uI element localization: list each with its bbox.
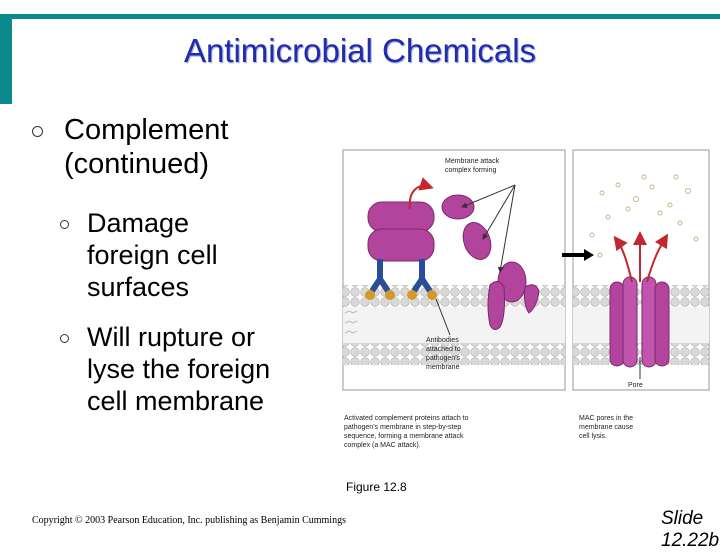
assembly-arrow (408, 177, 434, 210)
frame-left-bar (0, 14, 12, 104)
mac-pore-complex (609, 231, 670, 379)
slide-number: Slide 12.22b (661, 508, 719, 552)
subbullet-line: cell membrane (87, 386, 265, 416)
lysis-debris (589, 174, 699, 258)
transition-arrow-head (584, 249, 594, 261)
bullet-text-line2: (continued) (64, 148, 210, 180)
copyright-notice: Copyright © 2003 Pearson Education, Inc.… (32, 515, 346, 526)
frame-top-bar (0, 14, 720, 19)
subbullet-line: surfaces (87, 272, 190, 302)
subbullet-line: foreign cell (87, 240, 218, 270)
slide-label: Slide (661, 508, 704, 529)
pathogen-membrane-right (573, 285, 709, 365)
complement-protein-stack (365, 201, 437, 300)
subbullet-line: lyse the foreign (87, 354, 271, 384)
subbullet-line: Damage (87, 208, 190, 238)
figure-caption: Figure 12.8 (346, 480, 407, 494)
slide-id: 12.22b (661, 530, 720, 551)
label-pointer-lines (435, 184, 516, 336)
slide-title: Antimicrobial Chemicals (183, 32, 537, 69)
bullet-text-line1: Complement (64, 114, 229, 146)
label-pore: Pore (628, 382, 643, 389)
subbullet-dot (60, 220, 69, 229)
bullet-dot (32, 126, 43, 137)
free-complement-proteins (441, 194, 540, 331)
subbullet-line: Will rupture or (87, 322, 256, 352)
subbullet-dot (60, 334, 69, 343)
